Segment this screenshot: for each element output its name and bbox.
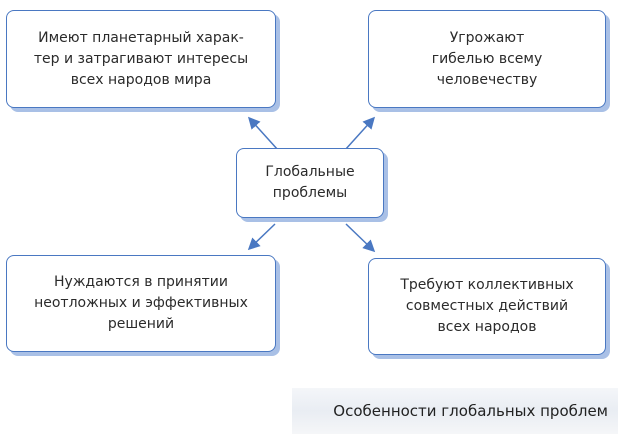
arrow-bottom-left [247,223,276,251]
diagram-caption: Особенности глобальных проблем [292,388,618,434]
box-global-problems-center: Глобальные проблемы [236,148,384,218]
box-threaten-humanity: Угрожают гибелью всему человечеству [368,10,606,108]
box-collective-actions: Требуют коллективных совместных действий… [368,258,606,355]
box-urgent-solutions: Нуждаются в принятии неотложных и эффект… [6,255,276,352]
arrow-top-left [247,116,279,151]
arrow-bottom-right [345,223,376,253]
arrow-top-right [344,116,376,151]
caption-text: Особенности глобальных проблем [333,402,608,420]
box-planetary-character: Имеют планетарный харак- тер и затрагива… [6,10,276,108]
